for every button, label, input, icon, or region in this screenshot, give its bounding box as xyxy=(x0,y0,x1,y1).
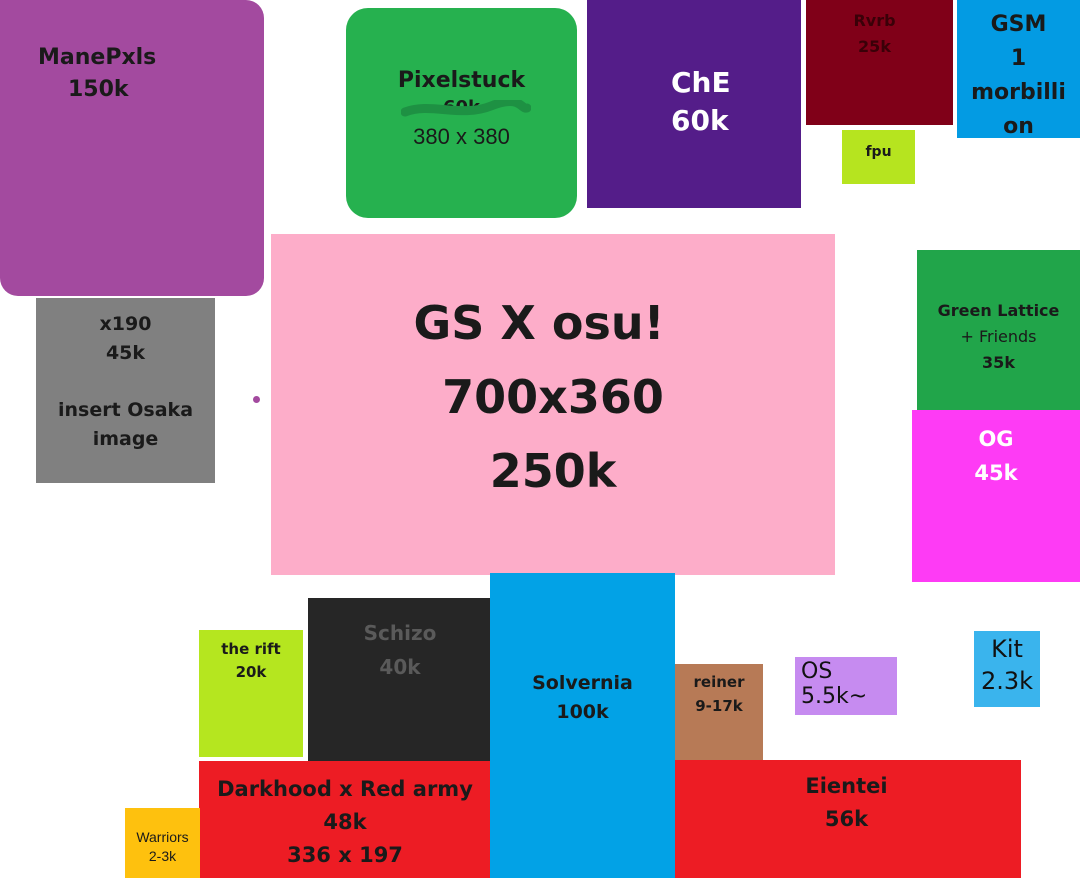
scribble-mark xyxy=(400,100,531,117)
eientei-value: 56k xyxy=(824,807,869,831)
og-name: OG xyxy=(978,427,1014,451)
eientei-name: Eientei xyxy=(805,774,888,798)
os-value: 5.5k~ xyxy=(801,684,868,709)
block-eientei: Eientei 56k xyxy=(672,760,1021,878)
block-darkhood: Darkhood x Red army 48k 336 x 197 xyxy=(199,761,491,878)
gsm-line1: GSM xyxy=(990,12,1047,37)
green-lattice-name2: + Friends xyxy=(960,327,1037,346)
block-warriors: Warriors 2-3k xyxy=(125,808,200,878)
block-rvrb: Rvrb 25k xyxy=(806,0,953,125)
purple-dot xyxy=(253,396,260,403)
gs-osu-title: GS X osu! xyxy=(413,296,665,350)
block-os: OS 5.5k~ xyxy=(795,657,897,715)
x190-value: 45k xyxy=(105,342,146,364)
block-kit: Kit 2.3k xyxy=(974,631,1040,707)
block-fpu: fpu xyxy=(842,130,915,184)
block-schizo: Schizo 40k xyxy=(308,598,492,763)
og-value: 45k xyxy=(974,461,1018,485)
manepxls-name: ManePxls xyxy=(38,45,157,70)
gs-osu-size: 700x360 xyxy=(442,370,664,424)
rvrb-name: Rvrb xyxy=(853,11,896,30)
darkhood-value: 48k xyxy=(323,810,367,834)
solvernia-name: Solvernia xyxy=(532,672,633,694)
block-pixelstuck: Pixelstuck 60k 380 x 380 xyxy=(346,8,577,218)
x190-note1: insert Osaka xyxy=(57,399,194,421)
block-manepxls: ManePxls 150k xyxy=(0,0,264,296)
pixelstuck-size: 380 x 380 xyxy=(413,124,510,149)
che-name: ChE xyxy=(671,66,731,99)
block-the-rift: the rift 20k xyxy=(199,630,303,757)
manepxls-value: 150k xyxy=(68,77,129,102)
block-reiner: reiner 9-17k xyxy=(675,664,763,762)
solvernia-value: 100k xyxy=(556,701,609,723)
block-solvernia: Solvernia 100k xyxy=(490,573,675,878)
warriors-value: 2-3k xyxy=(148,848,177,864)
reiner-value: 9-17k xyxy=(695,697,743,715)
the-rift-value: 20k xyxy=(235,663,267,681)
gsm-line3: morbilli xyxy=(971,80,1066,105)
darkhood-size: 336 x 197 xyxy=(287,843,403,867)
darkhood-name: Darkhood x Red army xyxy=(217,777,473,801)
rvrb-value: 25k xyxy=(858,37,891,56)
schizo-name: Schizo xyxy=(363,621,437,645)
green-lattice-name1: Green Lattice xyxy=(937,301,1060,320)
block-gsm: GSM 1 morbilli on xyxy=(957,0,1080,139)
schizo-value: 40k xyxy=(379,655,421,679)
gs-osu-value: 250k xyxy=(489,444,617,498)
kit-name: Kit xyxy=(991,635,1023,663)
gsm-line2: 1 xyxy=(1010,46,1027,71)
x190-note2: image xyxy=(92,428,159,450)
block-og: OG 45k xyxy=(912,410,1080,582)
block-green-lattice: Green Lattice + Friends 35k xyxy=(917,250,1080,412)
block-che: ChE 60k xyxy=(587,0,801,208)
che-value: 60k xyxy=(671,104,729,137)
fpu-name: fpu xyxy=(865,144,892,160)
x190-name: x190 xyxy=(99,313,152,335)
green-lattice-value: 35k xyxy=(982,353,1015,372)
pixelstuck-crossed-value: 60k xyxy=(400,96,531,120)
warriors-name: Warriors xyxy=(136,829,189,845)
pixelstuck-name: Pixelstuck xyxy=(397,68,526,93)
gsm-line4: on xyxy=(1003,114,1034,139)
kit-value: 2.3k xyxy=(980,667,1034,695)
the-rift-name: the rift xyxy=(221,640,281,658)
block-x190: x190 45k insert Osaka image xyxy=(36,298,215,483)
reiner-name: reiner xyxy=(693,673,745,691)
os-name: OS xyxy=(801,659,833,684)
block-gs-osu: GS X osu! 700x360 250k xyxy=(271,234,835,575)
